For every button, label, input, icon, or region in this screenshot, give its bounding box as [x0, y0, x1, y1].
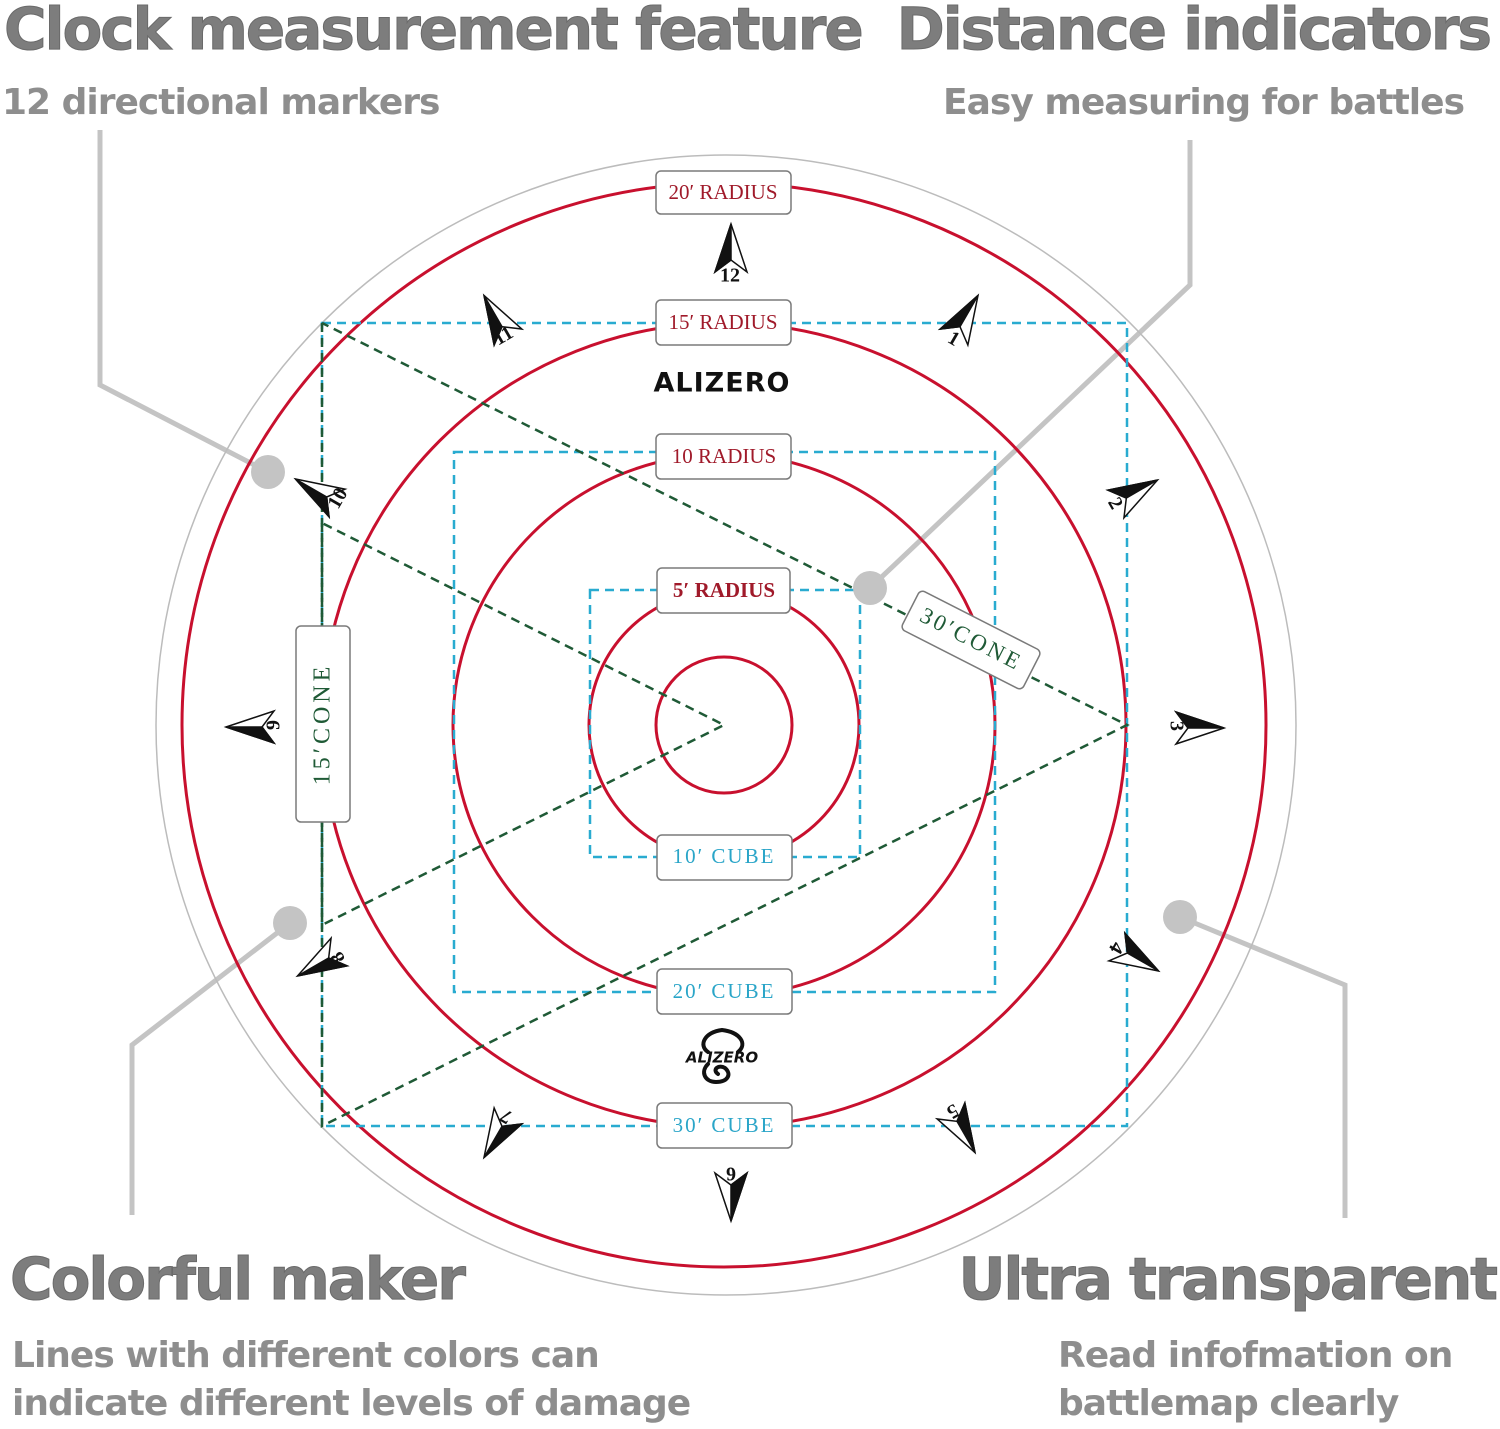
- svg-text:10′ CUBE: 10′ CUBE: [673, 844, 776, 868]
- clock-numbers: 12 1 2 3 4 5 6 7 8 9 10 11: [263, 265, 1188, 1185]
- callout-colorful-subtitle-line2: indicate different levels of damage: [12, 1383, 691, 1424]
- callout-clock-title: Clock measurement feature: [4, 0, 865, 63]
- callout-dot-clock: [251, 455, 285, 489]
- clock-arrows: [225, 223, 1225, 1222]
- clock-arrow-11: [469, 286, 523, 348]
- callout-colorful-subtitle-line1: Lines with different colors can: [12, 1335, 600, 1376]
- clock-arrow-3: [1173, 710, 1225, 745]
- svg-text:5′ RADIUS: 5′ RADIUS: [673, 578, 775, 602]
- clock-number-1: 1: [944, 327, 964, 351]
- callout-dots: [251, 455, 1197, 940]
- svg-text:30′ CUBE: 30′ CUBE: [673, 1113, 776, 1137]
- clock-arrow-12: [713, 223, 748, 275]
- svg-text:15′ RADIUS: 15′ RADIUS: [668, 310, 777, 334]
- clock-arrow-7: [469, 1107, 525, 1167]
- radius-labels: 20′ RADIUS 15′ RADIUS 10 RADIUS 5′ RADIU…: [655, 170, 792, 614]
- label-cone-30: 30′CONE: [901, 590, 1041, 690]
- cone-30-outline: [320, 321, 1130, 1129]
- leader-transparent: [1179, 914, 1348, 1218]
- callout-dot-distance: [853, 571, 887, 605]
- callout-distance-title: Distance indicators: [896, 0, 1492, 63]
- clock-arrow-2: [1105, 465, 1167, 519]
- callout-transparent-subtitle-line1: Read infofmation on: [1058, 1335, 1453, 1376]
- label-radius-20: 20′ RADIUS: [655, 170, 792, 215]
- label-cube-30: 30′ CUBE: [656, 1102, 793, 1149]
- clock-number-12: 12: [720, 265, 740, 287]
- label-cube-20: 20′ CUBE: [656, 968, 793, 1015]
- callout-transparent-title: Ultra transparent: [958, 1245, 1499, 1313]
- clock-number-4: 4: [1104, 938, 1128, 958]
- cube-labels: 10′ CUBE 20′ CUBE 30′ CUBE: [656, 834, 793, 1149]
- svg-text:10 RADIUS: 10 RADIUS: [672, 444, 776, 468]
- callout-clock-subtitle: 12 directional markers: [2, 82, 440, 123]
- clock-arrow-6: [714, 1170, 749, 1222]
- clock-number-2: 2: [1103, 493, 1127, 513]
- clock-number-3: 3: [1165, 721, 1187, 731]
- label-radius-10: 10 RADIUS: [655, 433, 792, 480]
- callout-distance-subtitle: Easy measuring for battles: [943, 82, 1465, 123]
- clock-arrow-8: [288, 937, 350, 991]
- clock-arrow-1: [937, 286, 993, 346]
- callout-colorful-title: Colorful maker: [10, 1245, 467, 1313]
- svg-text:20′ CUBE: 20′ CUBE: [673, 979, 776, 1003]
- outer-disc: [155, 154, 1297, 1296]
- label-cone-15: 15′CONE: [295, 625, 351, 823]
- clock-arrow-5: [936, 1100, 990, 1162]
- clock-arrow-9: [225, 710, 277, 745]
- callout-dot-colorful: [273, 906, 307, 940]
- clock-number-6: 6: [726, 1162, 736, 1184]
- brand-wordmark: ALIZERO: [654, 368, 791, 399]
- label-cube-10: 10′ CUBE: [656, 834, 793, 881]
- clock-arrow-10: [286, 464, 346, 520]
- callout-transparent-subtitle-line2: battlemap clearly: [1058, 1383, 1399, 1424]
- center-ring: [654, 655, 794, 795]
- dragon-logo-graphic: [701, 1028, 745, 1085]
- svg-text:20′ RADIUS: 20′ RADIUS: [668, 180, 777, 204]
- label-radius-15: 15′ RADIUS: [655, 299, 792, 346]
- svg-text:15′CONE: 15′CONE: [310, 663, 336, 786]
- dragon-logo: ALIZERO: [685, 1028, 758, 1085]
- label-radius-5: 5′ RADIUS: [656, 567, 791, 614]
- leader-clock: [97, 130, 270, 475]
- leader-lines: [97, 130, 1348, 1218]
- callout-dot-transparent: [1163, 900, 1197, 934]
- clock-number-9: 9: [263, 720, 285, 730]
- leader-distance: [868, 140, 1193, 590]
- dragon-logo-text: ALIZERO: [685, 1049, 758, 1067]
- radius-ring-10: [451, 452, 997, 998]
- leader-colorful: [129, 921, 292, 1215]
- clock-arrow-4: [1108, 930, 1168, 986]
- radius-ring-5: [587, 588, 861, 862]
